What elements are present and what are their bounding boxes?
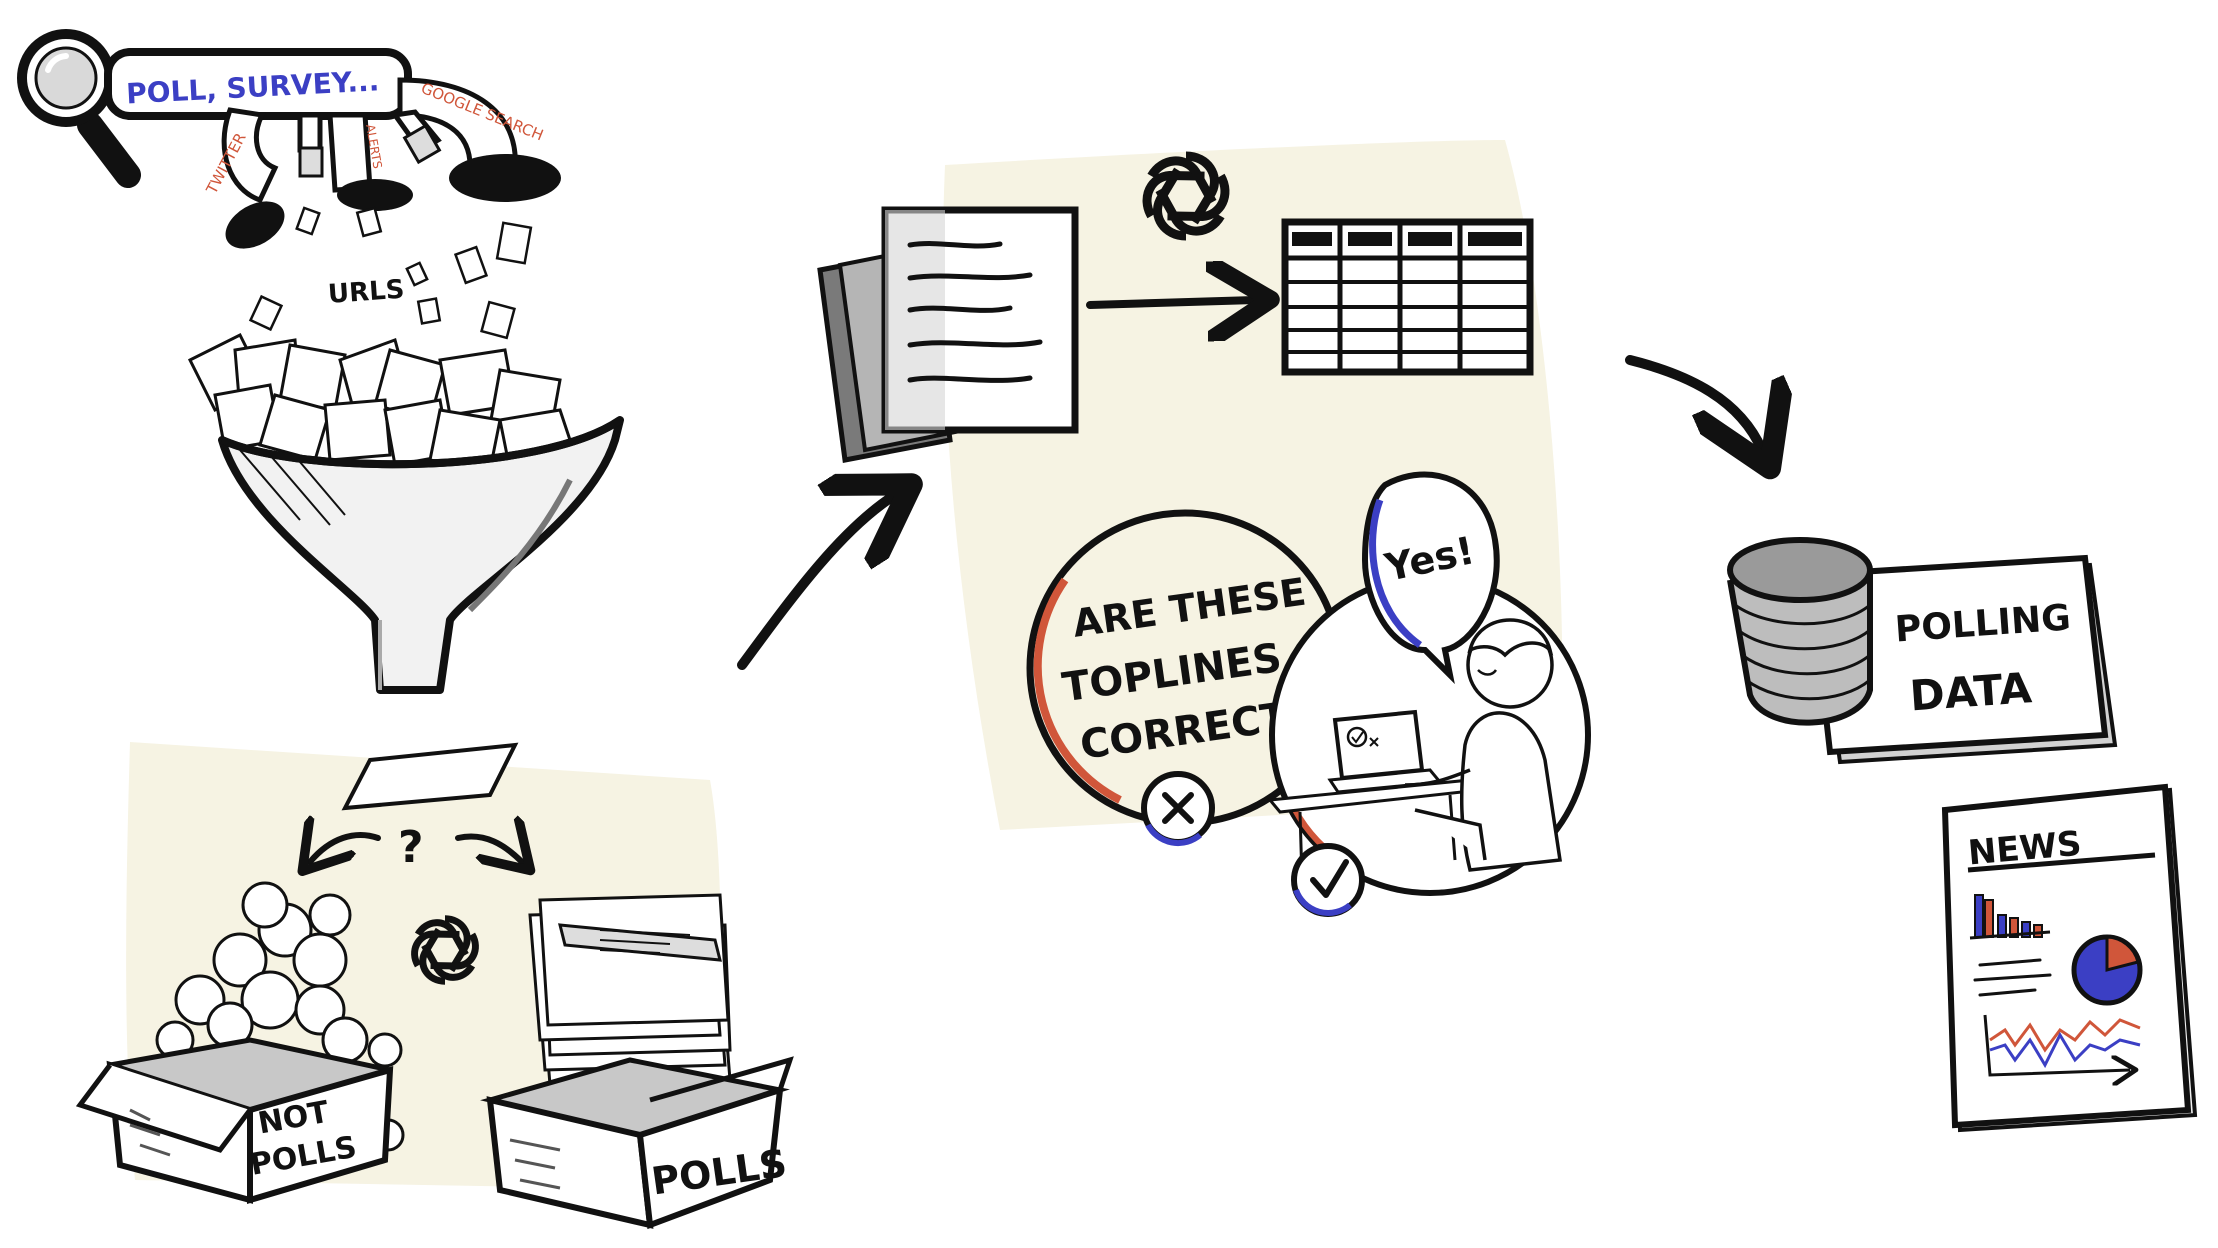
reviewer-person [1404,618,1563,872]
urls-label: URLS [327,275,405,310]
arrow-to-output-icon [1625,355,1762,450]
search-section: POLL, SURVEY... TWITTER ALERTS GOOGLE SE… [17,29,624,694]
document-icon [817,206,1079,463]
output-section: POLLING DATA [1727,537,2198,1133]
arrow-right-icon [455,837,522,862]
arrow-to-extraction-icon [737,495,895,670]
incoming-doc-icon [341,742,519,811]
laptop-icon [1332,709,1425,781]
news-title: NEWS [1966,824,2083,874]
arrow-doc-to-table-icon [1086,300,1255,305]
polls-box [480,893,794,1230]
pipe-nozzles [225,123,561,249]
check-icon [1291,843,1365,917]
arrow-left-icon [310,835,381,862]
url-papers [248,206,533,340]
decision-question-mark: ? [398,822,424,873]
magnifier-icon [17,29,141,188]
classify-section: ? NOT POLLS [75,742,794,1230]
funnel-icon [218,416,624,694]
extraction-section: ARE THESE TOPLINES CORRECT? [817,140,1591,917]
reviewer-scene [1267,574,1591,896]
not-polls-box [75,881,405,1205]
database-icon [1727,537,1873,726]
table-icon [1281,218,1534,376]
x-icon [1141,771,1215,847]
polling-data-line2: DATA [1908,663,2034,720]
news-report-icon [1941,783,2198,1133]
answer-bubble [1361,471,1500,685]
